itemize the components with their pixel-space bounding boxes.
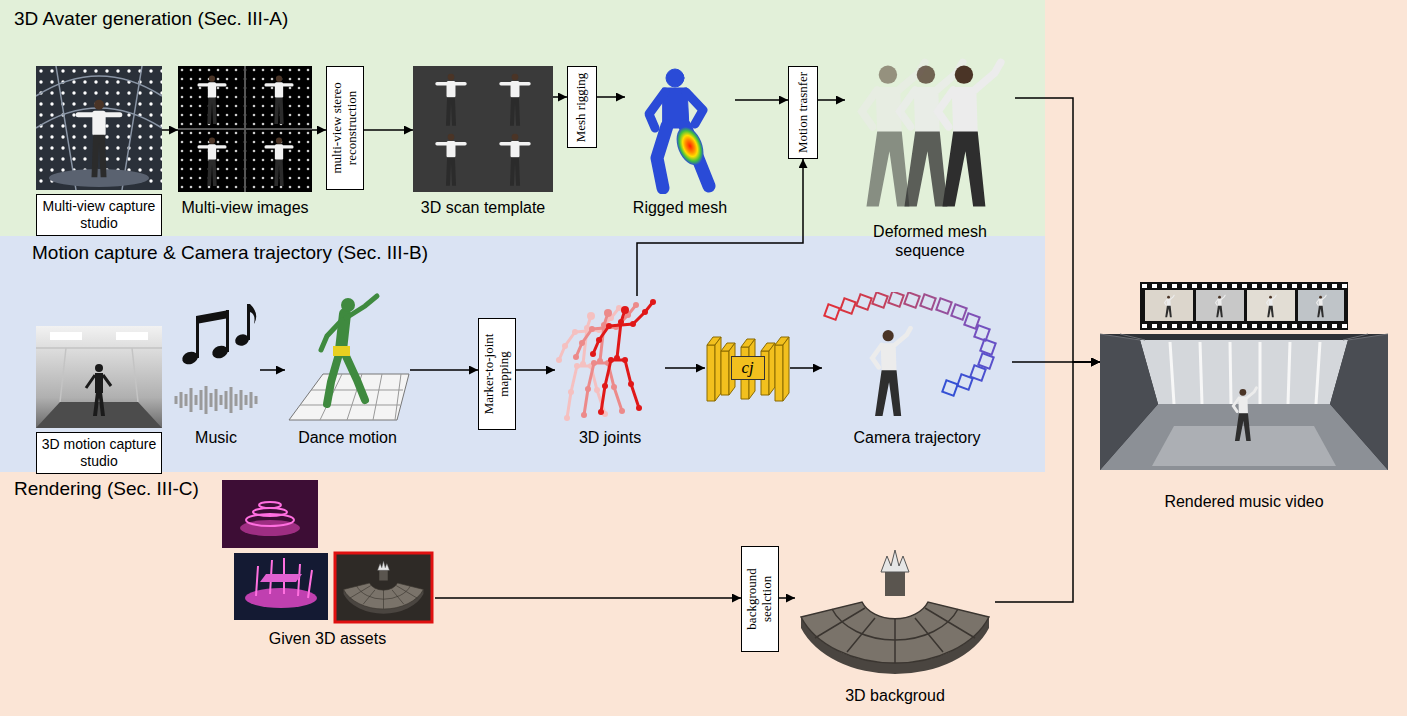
section-band: 3D Avater generation (Sec. III-A) Multi-…	[0, 0, 1045, 236]
stage-background	[795, 548, 995, 684]
dance-motion-figure	[285, 292, 410, 422]
connector-arrow	[1012, 361, 1100, 363]
figure-caption: Multi-view capture studio	[36, 194, 162, 236]
figure-caption: Rendered music video	[1060, 492, 1407, 511]
figure-panel: 3D motion capture studio	[36, 326, 162, 474]
process-box: Mesh rigging	[567, 66, 597, 148]
camera-trajectory-plot	[822, 292, 1012, 422]
figure-caption: Rigged mesh	[585, 198, 775, 217]
connector-arrow	[597, 96, 625, 98]
figure-panel: Rendered music video	[1100, 280, 1388, 511]
figure-panel: 3D backgroud	[795, 548, 995, 705]
figure-caption: 3D scan template	[373, 198, 593, 217]
figure-panel: Given 3D assets	[220, 478, 435, 648]
connector-arrow	[735, 99, 788, 101]
figure-panel: 3D scan template	[413, 66, 553, 217]
process-box: multi-view stereo reconstruction	[326, 66, 364, 190]
connector-arrow	[410, 369, 478, 371]
figure-caption: Camera trajectory	[782, 428, 1052, 447]
multi-view-photos	[178, 66, 312, 192]
section-band: Motion capture & Camera trajectory (Sec.…	[0, 236, 1045, 472]
connector-arrow	[260, 369, 285, 371]
process-box: Marker-to-joint mapping	[478, 318, 516, 430]
process-box: background seelction	[741, 546, 779, 652]
figure-caption: 3D backgroud	[755, 686, 1035, 705]
studio-photo	[36, 66, 162, 190]
connector-arrow	[312, 129, 326, 131]
process-label: Motion trasnfer	[796, 72, 811, 153]
connector-arrow	[790, 367, 822, 369]
scan-template	[413, 66, 553, 192]
connector-arrow	[637, 159, 803, 296]
music-icon	[172, 300, 260, 422]
figure-panel: Dance motion	[285, 292, 410, 447]
process-label: background seelction	[745, 554, 775, 644]
network-block: cj	[705, 333, 790, 403]
deformed-mesh-figures	[845, 52, 1015, 222]
connector-arrow	[995, 362, 1100, 602]
connector-arrow	[553, 96, 567, 98]
connector-arrow	[516, 369, 555, 371]
connector-arrow	[818, 99, 845, 101]
section-title: Rendering (Sec. III-C)	[14, 478, 199, 501]
figure-panel: Music	[172, 300, 260, 447]
figure-panel: 3D joints	[555, 296, 665, 447]
connector-arrow	[779, 597, 795, 599]
figure-panel: Rigged mesh	[625, 66, 735, 217]
figure-panel: Multi-view images	[178, 66, 312, 217]
figure-caption: 3D joints	[515, 428, 705, 447]
connector-arrow	[162, 129, 178, 131]
mocap-studio-photo	[36, 326, 162, 428]
figure-panel: Camera trajectory	[822, 292, 1012, 447]
rigged-mesh-figure	[625, 66, 735, 194]
asset-thumbnails	[220, 478, 435, 625]
figure-caption: Deformed mesh sequence	[865, 222, 995, 260]
section-title: Motion capture & Camera trajectory (Sec.…	[32, 242, 428, 265]
figure-panel: Multi-view capture studio	[36, 66, 162, 236]
section-title: 3D Avater generation (Sec. III-A)	[14, 8, 288, 31]
figure-caption: 3D motion capture studio	[36, 432, 162, 474]
figure-caption: Music	[132, 428, 300, 447]
joint-skeletons	[555, 296, 665, 422]
connector-arrow	[435, 597, 741, 599]
process-label: multi-view stereo reconstruction	[330, 72, 360, 184]
figure-caption: Multi-view images	[138, 198, 352, 217]
process-box: Motion trasnfer	[788, 66, 818, 159]
process-label: Marker-to-joint mapping	[482, 324, 512, 424]
connector-arrow	[665, 367, 705, 369]
connector-arrow	[1015, 98, 1100, 362]
connector-arrow	[364, 129, 413, 131]
process-label: Mesh rigging	[574, 72, 589, 142]
figure-panel: Deformed mesh sequence	[845, 52, 1015, 260]
figure-caption: Given 3D assets	[180, 629, 475, 648]
symbol-label: cj	[731, 356, 765, 380]
figure-caption: Dance motion	[245, 428, 450, 447]
rendered-video-frames	[1100, 280, 1388, 470]
